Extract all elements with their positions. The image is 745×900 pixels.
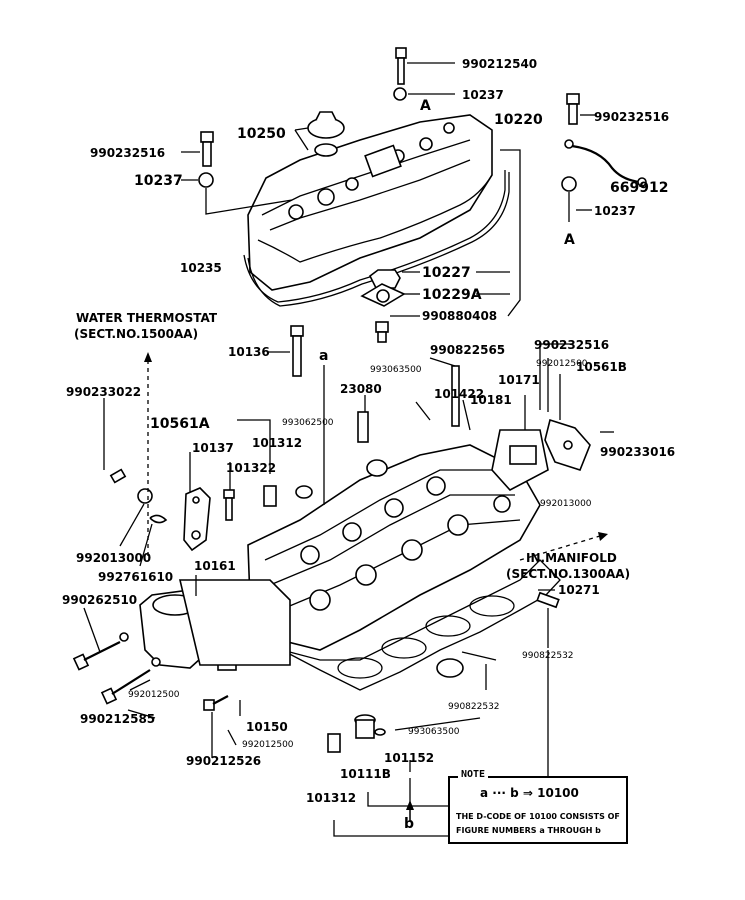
stud-990822565 bbox=[451, 365, 460, 427]
label-992013000-right: 992013000 bbox=[540, 499, 592, 509]
label-990232516-right: 990232516 bbox=[594, 110, 669, 124]
note-equation: a ··· b ⇒ 10100 bbox=[480, 786, 579, 800]
stud-10137 bbox=[223, 489, 235, 521]
label-water-thermostat: WATER THERMOSTAT bbox=[76, 311, 218, 325]
label-992012500-top: 992012500 bbox=[536, 359, 588, 369]
plate-10561a bbox=[183, 487, 211, 552]
label-10136: 10136 bbox=[228, 345, 270, 359]
label-10137: 10137 bbox=[192, 441, 234, 455]
plug-993062500 bbox=[295, 485, 313, 499]
label-990232516-mid: 990232516 bbox=[534, 338, 609, 352]
head-gasket bbox=[281, 559, 561, 691]
label-990212526: 990212526 bbox=[186, 754, 261, 768]
label-990822532-mid: 990822532 bbox=[448, 702, 500, 712]
dowel-23080 bbox=[357, 411, 369, 443]
label-993063500-bottom: 993063500 bbox=[408, 727, 460, 737]
label-993062500: 993062500 bbox=[282, 418, 334, 428]
label-a-top: a bbox=[319, 348, 328, 364]
label-10250: 10250 bbox=[237, 126, 286, 142]
plug-101322 bbox=[263, 485, 277, 507]
label-993063500-top: 993063500 bbox=[370, 365, 422, 375]
reference-arrows bbox=[144, 352, 608, 822]
label-101322: 101322 bbox=[226, 461, 276, 475]
bolt-990212585 bbox=[100, 657, 161, 705]
plate-10561b bbox=[544, 418, 591, 471]
label-10271: 10271 bbox=[558, 583, 600, 597]
label-10220: 10220 bbox=[494, 112, 543, 128]
label-992012500-left: 992012500 bbox=[128, 690, 180, 700]
label-10161: 10161 bbox=[194, 559, 236, 573]
label-A-top: A bbox=[420, 98, 431, 114]
note-box: NOTE a ··· b ⇒ 10100 THE D-CODE OF 10100… bbox=[448, 769, 628, 844]
note-desc-line1: THE D-CODE OF 10100 CONSISTS OF bbox=[456, 812, 620, 821]
rocker-cover-gasket bbox=[243, 170, 510, 307]
label-990212585: 990212585 bbox=[80, 712, 155, 726]
note-desc-line2: FIGURE NUMBERS a THROUGH b bbox=[456, 826, 601, 835]
label-101312-bottom: 101312 bbox=[306, 791, 356, 805]
gasket-10171 bbox=[491, 429, 549, 491]
label-990262510: 990262510 bbox=[62, 593, 137, 607]
label-990880408: 990880408 bbox=[422, 309, 497, 323]
label-992012500-bottom: 992012500 bbox=[242, 740, 294, 750]
plug-993063500 bbox=[366, 459, 388, 477]
bolt-top bbox=[393, 47, 407, 101]
label-10150: 10150 bbox=[246, 720, 288, 734]
label-990232516-left: 990232516 bbox=[90, 146, 165, 160]
label-b: b bbox=[404, 816, 414, 832]
label-101422: 101422 bbox=[434, 387, 484, 401]
label-in-manifold: IN.MANIFOLD bbox=[526, 551, 617, 565]
label-992761610: 992761610 bbox=[98, 570, 173, 584]
label-water-thermostat-sect: (SECT.NO.1500AA) bbox=[74, 327, 198, 341]
label-10237-top: 10237 bbox=[462, 88, 504, 102]
label-990233016: 990233016 bbox=[600, 445, 675, 459]
head-bolt-10136 bbox=[290, 325, 304, 377]
bolt-990212526 bbox=[203, 695, 229, 711]
label-990212540: 990212540 bbox=[462, 57, 537, 71]
label-669912: 669912 bbox=[610, 180, 668, 196]
label-10237-right: 10237 bbox=[594, 204, 636, 218]
label-A-right: A bbox=[564, 232, 575, 248]
label-990822532-right: 990822532 bbox=[522, 651, 574, 661]
label-101152: 101152 bbox=[384, 751, 434, 765]
label-990233022: 990233022 bbox=[66, 385, 141, 399]
label-992013000-left: 992013000 bbox=[76, 551, 151, 565]
bolt-990262510 bbox=[72, 632, 129, 671]
leader-lines bbox=[83, 343, 614, 837]
note-description: THE D-CODE OF 10100 CONSISTS OF FIGURE N… bbox=[456, 810, 624, 838]
label-10181: 10181 bbox=[470, 393, 512, 407]
label-10561B: 10561B bbox=[576, 360, 627, 374]
valve-guide-parts bbox=[327, 591, 560, 753]
water-outlet-housing bbox=[139, 579, 291, 671]
label-23080: 23080 bbox=[340, 382, 382, 396]
bolt-left bbox=[198, 131, 214, 188]
label-990822565: 990822565 bbox=[430, 343, 505, 357]
rocker-cover bbox=[247, 114, 493, 291]
label-10237-left: 10237 bbox=[134, 173, 183, 189]
label-10111B: 10111B bbox=[340, 767, 391, 781]
label-10227: 10227 bbox=[422, 265, 471, 281]
label-101312-mid: 101312 bbox=[252, 436, 302, 450]
label-in-manifold-sect: (SECT.NO.1300AA) bbox=[506, 567, 630, 581]
label-10561A: 10561A bbox=[150, 416, 210, 432]
ground-strap bbox=[561, 93, 647, 192]
label-10171: 10171 bbox=[498, 373, 540, 387]
note-title: NOTE bbox=[458, 769, 489, 780]
label-10235: 10235 bbox=[180, 261, 222, 275]
breather-assembly bbox=[360, 269, 406, 343]
label-10229A: 10229A bbox=[422, 287, 482, 303]
